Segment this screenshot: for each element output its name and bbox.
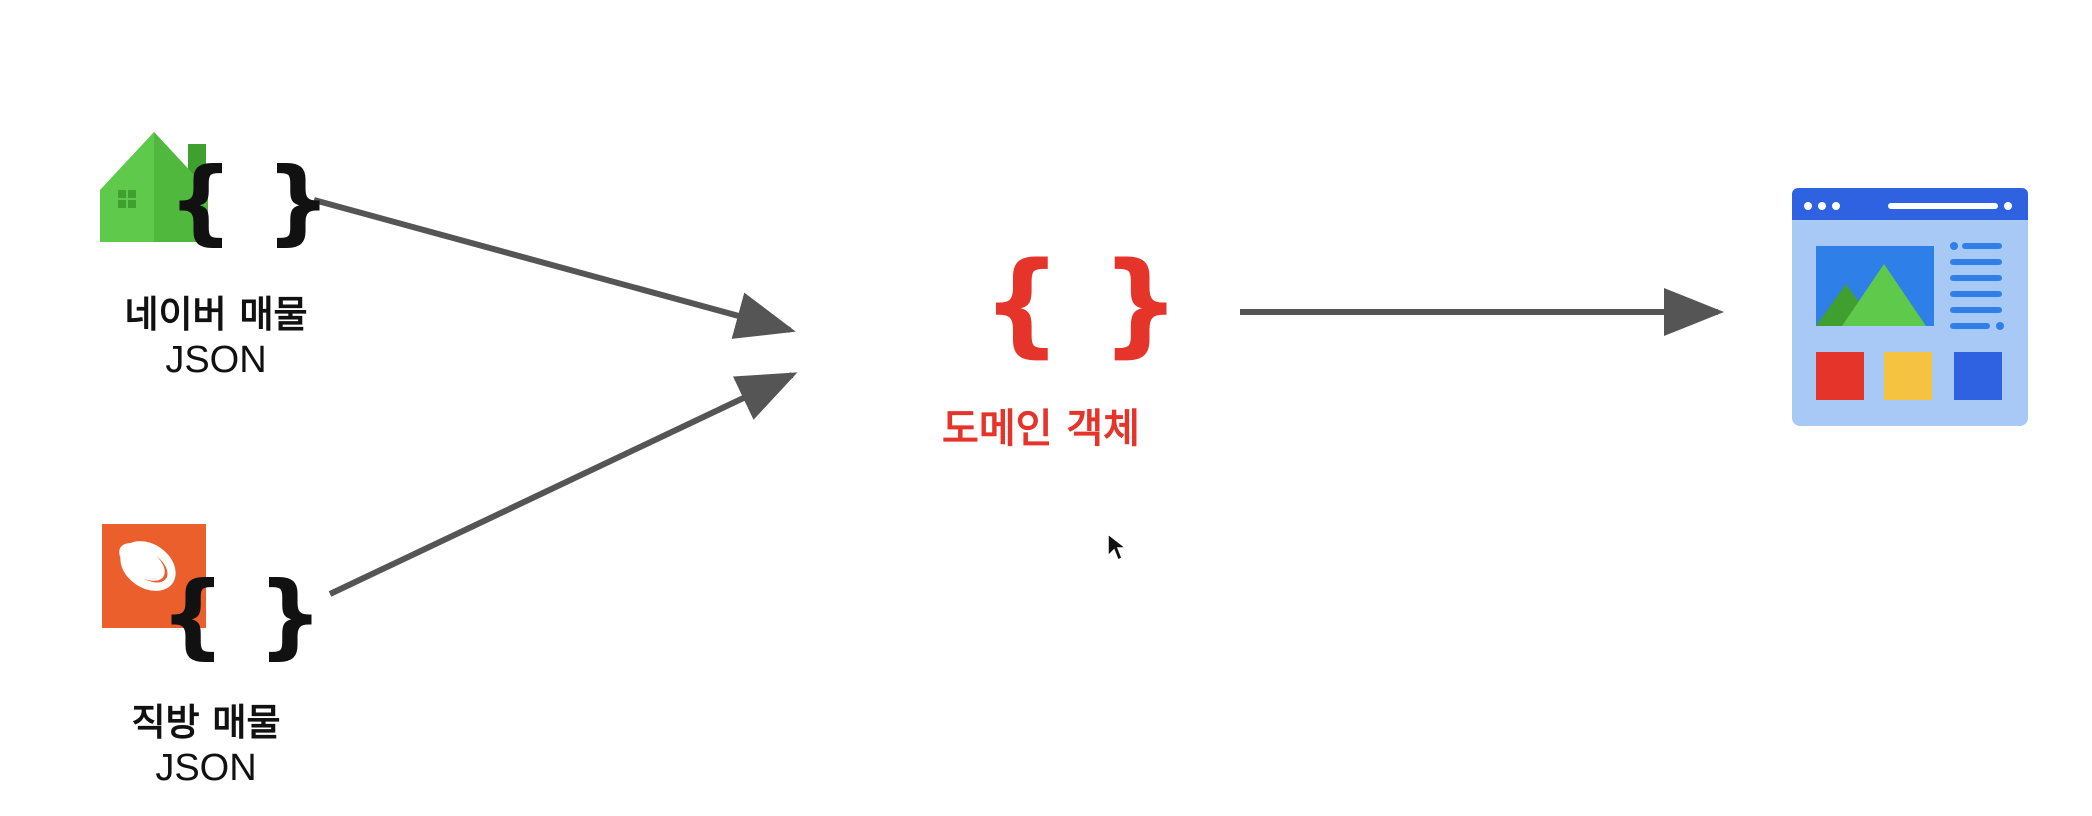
json-braces-icon: { }	[168, 148, 332, 255]
naver-house-icon	[100, 132, 208, 242]
zigbang-source-node: { }	[102, 524, 323, 674]
domain-braces-icon: { }	[982, 239, 1181, 369]
webpage-icon	[1792, 188, 2028, 426]
naver-source-label: 네이버 매물 JSON	[96, 292, 336, 383]
zigbang-source-name: 직방 매물	[131, 701, 281, 744]
json-braces-icon: { }	[160, 562, 324, 669]
zigbang-icon	[102, 524, 206, 628]
naver-source-node: { }	[96, 128, 331, 258]
zigbang-source-label: 직방 매물 JSON	[86, 700, 326, 791]
zigbang-source-format: JSON	[155, 747, 257, 790]
arrow-zigbang-to-domain	[328, 372, 798, 597]
domain-object-label: 도메인 객체	[942, 406, 1140, 452]
webpage-node	[1792, 188, 2028, 426]
mouse-cursor-icon	[1107, 532, 1129, 562]
naver-source-format: JSON	[165, 339, 267, 382]
arrow-naver-to-domain	[313, 197, 796, 339]
naver-source-name: 네이버 매물	[124, 293, 308, 336]
